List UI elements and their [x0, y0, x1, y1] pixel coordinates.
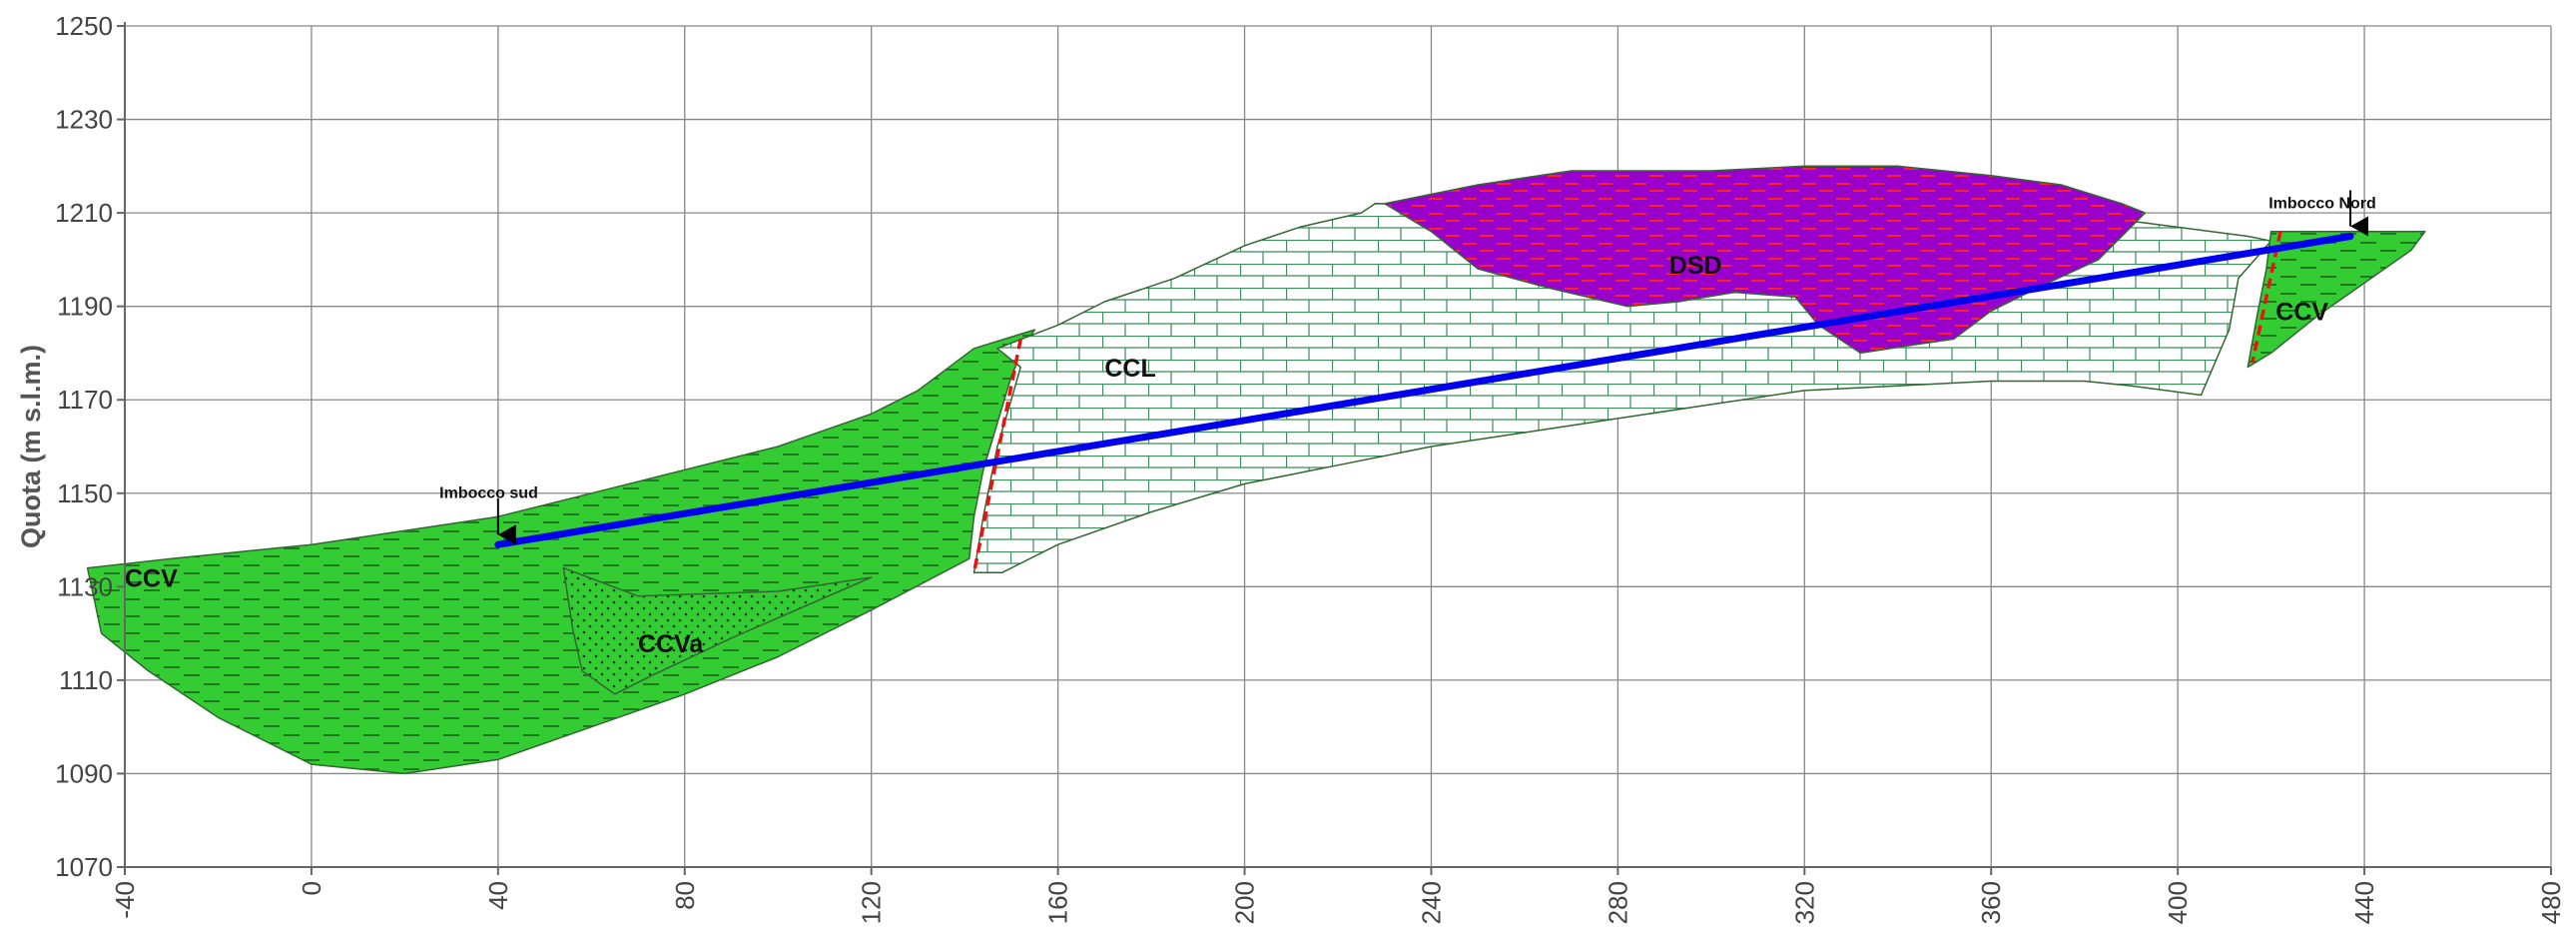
- x-tick-label: 120: [857, 881, 887, 924]
- unit-label-ccva: CCVa: [638, 630, 704, 658]
- y-axis-title: Quota (m s.l.m.): [16, 345, 46, 548]
- tunnel-and-faults: [494, 231, 2354, 573]
- y-tick-label: 1070: [55, 852, 113, 882]
- y-tick-label: 1250: [55, 11, 113, 41]
- unit-ccv-area: [86, 329, 1036, 775]
- x-tick-label: 360: [1976, 881, 2006, 924]
- fault-line: [971, 339, 1022, 573]
- unit-label-ccv: CCV: [125, 564, 178, 592]
- y-tick-label: 1110: [59, 665, 113, 695]
- unit-dsd-area: [1383, 165, 2147, 355]
- x-tick-label: 280: [1603, 881, 1632, 924]
- portal-label: Imbocco sud: [439, 484, 538, 501]
- portal-label: Imbocco Nord: [2268, 195, 2376, 212]
- geologic-units: [86, 165, 2426, 775]
- y-tick-label: 1230: [55, 105, 113, 135]
- x-tick-label: 40: [483, 881, 513, 910]
- axes: 1070 1090 1110 1130 1150 1170 1190 1210 1230 1250…: [16, 11, 2566, 924]
- fault-line: [2251, 231, 2282, 364]
- y-tick-label: 1130: [57, 571, 113, 601]
- unit-label-ccv: CCV: [2275, 299, 2328, 327]
- x-tick-label: 80: [670, 881, 700, 910]
- unit-ccva-area: [562, 566, 873, 695]
- y-tick-label: 1150: [57, 478, 113, 508]
- labels: CCV CCVa CCL DSD CCV Imbocco sud Imbocco Nord: [125, 190, 2376, 658]
- x-tick-label: 160: [1043, 881, 1073, 924]
- unit-label-ccl: CCL: [1104, 355, 1155, 383]
- tunnel-axis-line: [494, 233, 2354, 548]
- x-tick-label: 480: [2536, 881, 2566, 924]
- unit-ccv-area: [2247, 231, 2426, 369]
- x-tick-label: 240: [1416, 881, 1446, 924]
- x-tick-label: 200: [1230, 881, 1260, 924]
- y-tick-label: 1210: [55, 198, 113, 228]
- x-tick-label: 400: [2163, 881, 2193, 924]
- x-tick-label: 320: [1789, 881, 1819, 924]
- x-tick-label: 440: [2349, 881, 2379, 924]
- x-tick-label: 0: [297, 881, 326, 895]
- y-tick-label: 1170: [57, 385, 113, 415]
- y-tick-label: 1090: [55, 758, 113, 788]
- unit-label-dsd: DSD: [1669, 252, 1722, 280]
- y-tick-label: 1190: [57, 292, 113, 322]
- x-tick-label: -40: [110, 881, 140, 919]
